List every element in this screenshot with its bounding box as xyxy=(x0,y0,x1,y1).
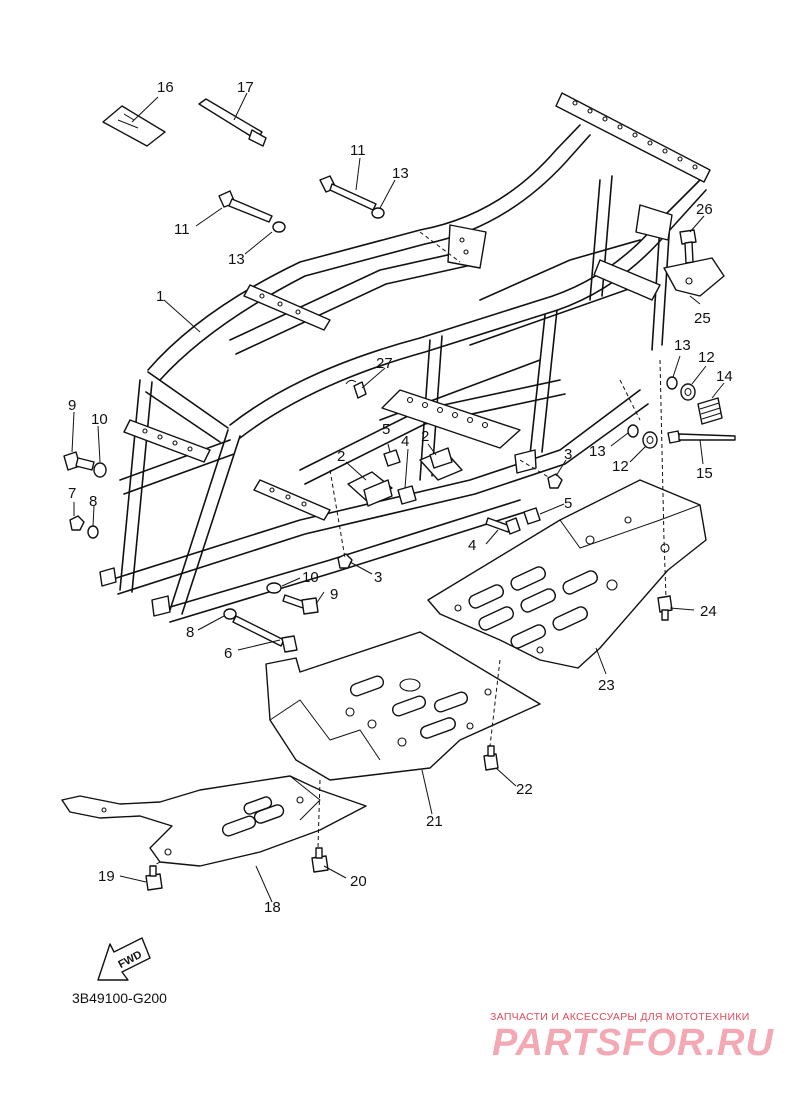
callout-13-upper: 13 xyxy=(392,165,409,182)
callout-18: 18 xyxy=(264,899,281,916)
callout-4-lower: 4 xyxy=(468,537,476,554)
alignment-lines xyxy=(152,231,667,867)
callout-8-front: 8 xyxy=(186,624,194,641)
part-14-bushing xyxy=(697,397,723,425)
watermark-caption: ЗАПЧАСТИ И АКСЕССУАРЫ ДЛЯ МОТОТЕХНИКИ xyxy=(490,1011,750,1023)
callout-9-left: 9 xyxy=(68,397,76,414)
part-13-washer-rear-lower xyxy=(627,424,639,438)
part-10-washer-front xyxy=(266,582,282,594)
callout-9-front: 9 xyxy=(330,586,338,603)
fwd-arrow-icon: FWD xyxy=(97,937,151,981)
part-13-washer-upper xyxy=(371,207,385,219)
callout-12-rear-lower: 12 xyxy=(612,458,629,475)
callout-12-rear-upper: 12 xyxy=(698,349,715,366)
callout-8-left: 8 xyxy=(89,493,97,510)
part-18-front-skid-plate xyxy=(61,775,367,867)
part-20-bolt xyxy=(311,847,329,873)
callout-26: 26 xyxy=(696,201,713,218)
callout-25: 25 xyxy=(694,310,711,327)
callout-3-lower: 3 xyxy=(374,569,382,586)
part-19-bolt xyxy=(145,865,163,891)
callout-2-right: 2 xyxy=(421,428,429,445)
callout-2-left: 2 xyxy=(337,448,345,465)
callout-21: 21 xyxy=(426,813,443,830)
part-11-bolt-left xyxy=(218,190,273,223)
callout-3-upper: 3 xyxy=(564,446,572,463)
part-8-washer-left xyxy=(87,525,99,539)
callout-1: 1 xyxy=(156,288,164,305)
watermark-logo: PARTSFOR.RU xyxy=(492,1022,774,1064)
callout-15: 15 xyxy=(696,465,713,482)
callout-24: 24 xyxy=(700,603,717,620)
callout-13-rear-upper: 13 xyxy=(674,337,691,354)
part-2-engine-mount-left xyxy=(347,471,393,507)
callout-20: 20 xyxy=(350,873,367,890)
part-2-engine-mount-right xyxy=(419,447,463,481)
callout-23: 23 xyxy=(598,677,615,694)
part-17-shaft xyxy=(198,98,267,147)
drawing-code: 3B49100-G200 xyxy=(72,990,167,1006)
part-7-nut-left xyxy=(69,515,85,531)
callout-14: 14 xyxy=(716,368,733,385)
part-4-bolt-lower xyxy=(485,517,521,535)
part-21-center-skid-plate xyxy=(265,631,541,781)
callout-19: 19 xyxy=(98,868,115,885)
callout-numbers: 16 17 11 13 11 13 1 26 25 13 12 14 27 9 … xyxy=(68,79,733,916)
part-15-long-bolt xyxy=(667,430,736,444)
leader-lines xyxy=(71,92,725,903)
callout-22: 22 xyxy=(516,781,533,798)
callout-6: 6 xyxy=(224,645,232,662)
part-5-bolt-lower xyxy=(523,507,541,525)
part-10-washer-left xyxy=(93,462,107,478)
part-3-nut-upper xyxy=(547,473,563,489)
part-1-main-frame xyxy=(99,92,711,623)
part-9-bolt-front xyxy=(282,594,319,615)
callout-11-left: 11 xyxy=(174,221,190,238)
part-8-washer-front xyxy=(223,608,237,620)
part-9-bolt-left xyxy=(63,451,95,471)
part-16-label xyxy=(102,105,166,147)
callout-27: 27 xyxy=(376,355,393,372)
part-5-bolt-upper xyxy=(383,449,401,467)
callout-11-upper: 11 xyxy=(350,142,366,159)
callout-5-upper: 5 xyxy=(382,421,390,438)
part-13-washer-left xyxy=(272,221,286,233)
callout-17: 17 xyxy=(237,79,254,96)
part-26-bolt xyxy=(679,229,697,264)
part-12-collar-rear-upper xyxy=(680,383,696,401)
callout-10-front: 10 xyxy=(302,569,319,586)
part-12-collar-rear-lower xyxy=(642,431,658,449)
part-11-bolt-upper xyxy=(319,175,377,211)
part-27-clip xyxy=(345,379,367,399)
callout-4-upper: 4 xyxy=(401,433,409,450)
part-25-bracket xyxy=(663,257,725,297)
part-24-bolt xyxy=(657,595,673,621)
callout-5-lower: 5 xyxy=(564,495,572,512)
callout-13-rear-lower: 13 xyxy=(589,443,606,460)
part-6-long-bolt xyxy=(232,615,298,653)
part-4-bolt-upper xyxy=(397,485,417,505)
part-22-bolt xyxy=(483,745,499,771)
callout-16: 16 xyxy=(157,79,174,96)
part-13-washer-rear-upper xyxy=(666,376,678,390)
part-23-rear-skid-plate xyxy=(427,479,707,669)
callout-10-left: 10 xyxy=(91,411,108,428)
callout-13-left: 13 xyxy=(228,251,245,268)
callout-7: 7 xyxy=(68,485,76,502)
